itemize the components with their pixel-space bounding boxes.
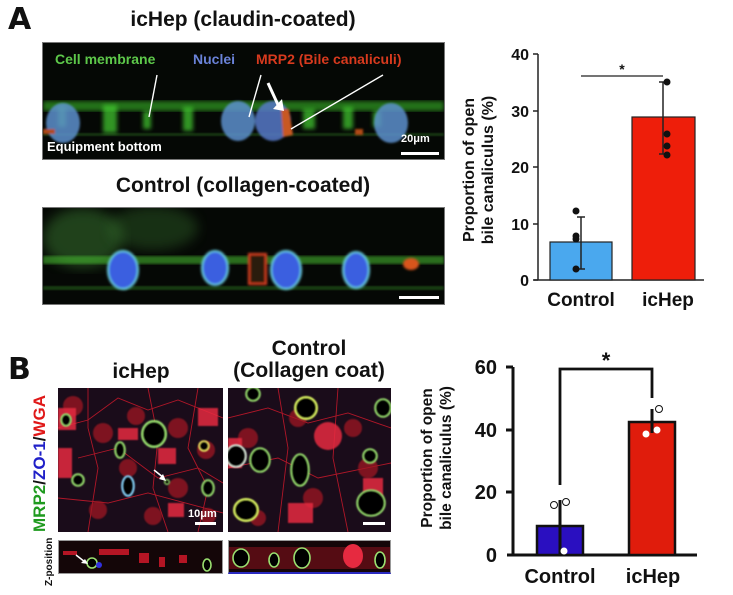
label-mrp2: MRP2 (Bile canaliculi)	[256, 51, 402, 67]
panel-b-col1-title: icHep	[112, 360, 170, 383]
chart-a-tick-10: 10	[511, 217, 529, 234]
chart-b-tick-40: 40	[475, 420, 497, 442]
chart-b: Proportion of open bile canaliculus (%) …	[419, 348, 697, 588]
chart-a-tick-30: 30	[511, 104, 529, 121]
ichep-cross-section-image: Cell membrane Nuclei MRP2 (Bile canalicu…	[42, 42, 445, 160]
scale-bar-label: 20μm	[401, 133, 430, 145]
chart-b-points	[550, 405, 663, 555]
ichep-z-section-art	[63, 549, 212, 572]
chart-b-sig-bracket	[558, 367, 654, 485]
label-equipment-bottom: Equipment bottom	[47, 139, 162, 154]
chart-a: Proportion of open bile canaliculus (%) …	[461, 47, 704, 310]
ichep-confocal-image: 10μm	[58, 388, 223, 532]
control-confocal-art	[228, 388, 391, 532]
stain-wga: WGA	[30, 395, 49, 437]
z-position-label: Z-position	[44, 537, 55, 586]
chart-a-cat-control: Control	[547, 290, 615, 310]
chart-b-tick-0: 0	[486, 545, 497, 567]
scale-bar-10um: 10μm	[188, 508, 217, 520]
chart-a-cat-ichep: icHep	[642, 290, 694, 310]
control-z-section-image	[228, 540, 391, 574]
stain-sep-1: /	[30, 480, 49, 485]
panel-a-letter: A	[8, 2, 32, 37]
chart-b-tick-60: 60	[475, 357, 497, 379]
ichep-z-section-image	[58, 540, 223, 574]
stain-sep-2: /	[30, 436, 49, 442]
chart-b-ylabel-line2: bile canaliculus (%)	[438, 386, 455, 530]
panel-a-top-title: icHep (claudin-coated)	[130, 8, 356, 31]
control-z-section-art	[229, 544, 390, 569]
panel-b-col2-title-line1: Control	[271, 337, 347, 360]
panel-a-bottom-title: Control (collagen-coated)	[115, 174, 371, 197]
control-cross-section-image	[42, 207, 445, 305]
chart-a-tick-40: 40	[511, 47, 529, 64]
chart-a-sig-star: *	[619, 61, 625, 77]
stain-zo1: ZO-1	[30, 441, 49, 481]
chart-b-ylabel-line1: Proportion of open	[419, 388, 436, 527]
chart-b-sig-star: *	[602, 348, 611, 373]
chart-b-tick-20: 20	[475, 482, 497, 504]
panel-b-col2-title-line2: (Collagen coat)	[233, 359, 385, 382]
control-micrograph-art	[43, 208, 444, 299]
control-confocal-image	[228, 388, 391, 532]
chart-a-tick-20: 20	[511, 160, 529, 177]
chart-a-ylabel-line2: bile canaliculus (%)	[480, 96, 497, 244]
chart-b-bar-ichep	[627, 420, 677, 557]
label-cell-membrane: Cell membrane	[55, 51, 156, 67]
chart-a-points	[572, 78, 671, 273]
stain-label: MRP2/ZO-1/WGA	[30, 395, 50, 532]
chart-b-cat-control: Control	[524, 566, 595, 588]
chart-b-cat-ichep: icHep	[626, 566, 680, 588]
panel-b-letter: B	[8, 352, 31, 387]
chart-a-ylabel-line1: Proportion of open	[461, 98, 478, 242]
chart-a-tick-0: 0	[520, 273, 529, 290]
panel-b-col2-title: Control (Collagen coat)	[227, 338, 391, 382]
stain-mrp2: MRP2	[30, 484, 49, 532]
label-nuclei: Nuclei	[193, 51, 236, 67]
ichep-micrograph-art	[43, 74, 444, 155]
ichep-confocal-art: 10μm	[58, 388, 223, 532]
